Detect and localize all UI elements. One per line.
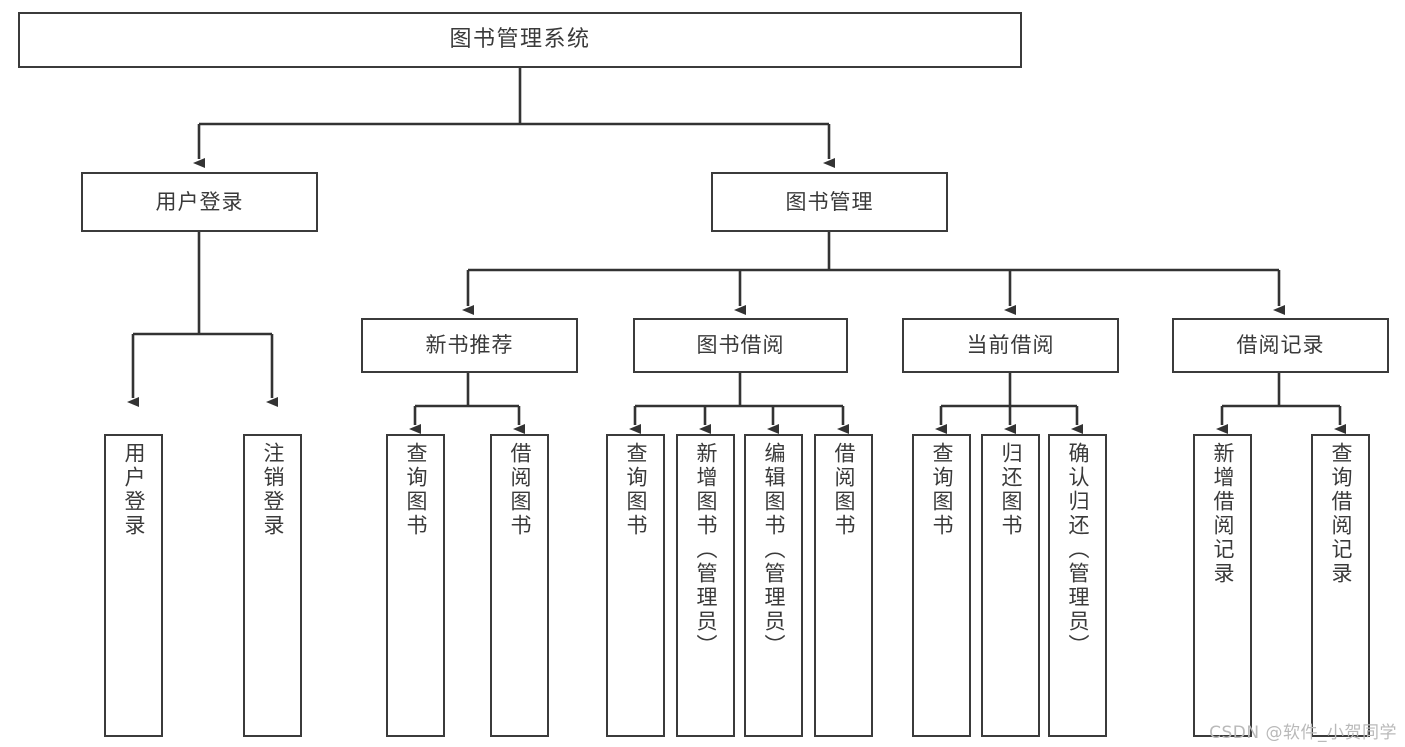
node-current-borrow[interactable]: 当前借阅 xyxy=(902,318,1119,373)
node-label: 图书管理系统 xyxy=(449,27,591,53)
node-user-login[interactable]: 用户登录 xyxy=(81,172,318,232)
node-label: 图书借阅 xyxy=(696,333,785,358)
leaf-return-book[interactable]: 归还图书 xyxy=(981,434,1040,737)
node-label: 用户登录 xyxy=(155,189,244,214)
leaf-borrow-book[interactable]: 借阅图书 xyxy=(814,434,873,737)
node-label: 新增借阅记录 xyxy=(1211,442,1235,586)
node-book-borrow[interactable]: 图书借阅 xyxy=(633,318,848,373)
leaf-query-borrow-record[interactable]: 查询借阅记录 xyxy=(1311,434,1370,737)
node-label: 注销登录 xyxy=(261,442,285,538)
node-label: 当前借阅 xyxy=(966,333,1055,358)
leaf-query-book-current[interactable]: 查询图书 xyxy=(912,434,971,737)
node-label: 查询图书 xyxy=(404,442,428,538)
leaf-user-logout[interactable]: 注销登录 xyxy=(243,434,302,737)
node-label: 编辑图书（管理员） xyxy=(762,442,786,658)
node-new-book-recommend[interactable]: 新书推荐 xyxy=(361,318,578,373)
leaf-add-book-admin[interactable]: 新增图书（管理员） xyxy=(676,434,735,737)
leaf-query-book-borrow[interactable]: 查询图书 xyxy=(606,434,665,737)
leaf-borrow-book-recommend[interactable]: 借阅图书 xyxy=(490,434,549,737)
node-label: 查询图书 xyxy=(930,442,954,538)
leaf-query-book-recommend[interactable]: 查询图书 xyxy=(386,434,445,737)
node-book-management[interactable]: 图书管理 xyxy=(711,172,948,232)
node-label: 确认归还（管理员） xyxy=(1066,442,1090,658)
node-label: 新书推荐 xyxy=(425,333,514,358)
node-label: 用户登录 xyxy=(122,442,146,538)
node-label: 图书管理 xyxy=(785,189,874,214)
node-label: 归还图书 xyxy=(999,442,1023,538)
leaf-edit-book-admin[interactable]: 编辑图书（管理员） xyxy=(744,434,803,737)
node-label: 借阅图书 xyxy=(508,442,532,538)
node-label: 借阅图书 xyxy=(832,442,856,538)
node-root-system[interactable]: 图书管理系统 xyxy=(18,12,1022,68)
leaf-confirm-return-admin[interactable]: 确认归还（管理员） xyxy=(1048,434,1107,737)
leaf-user-login[interactable]: 用户登录 xyxy=(104,434,163,737)
node-label: 借阅记录 xyxy=(1236,333,1325,358)
leaf-add-borrow-record[interactable]: 新增借阅记录 xyxy=(1193,434,1252,737)
node-label: 查询借阅记录 xyxy=(1329,442,1353,586)
node-label: 查询图书 xyxy=(624,442,648,538)
node-borrow-record[interactable]: 借阅记录 xyxy=(1172,318,1389,373)
node-label: 新增图书（管理员） xyxy=(694,442,718,658)
watermark-text: CSDN @软件_小贺同学 xyxy=(1209,723,1397,743)
